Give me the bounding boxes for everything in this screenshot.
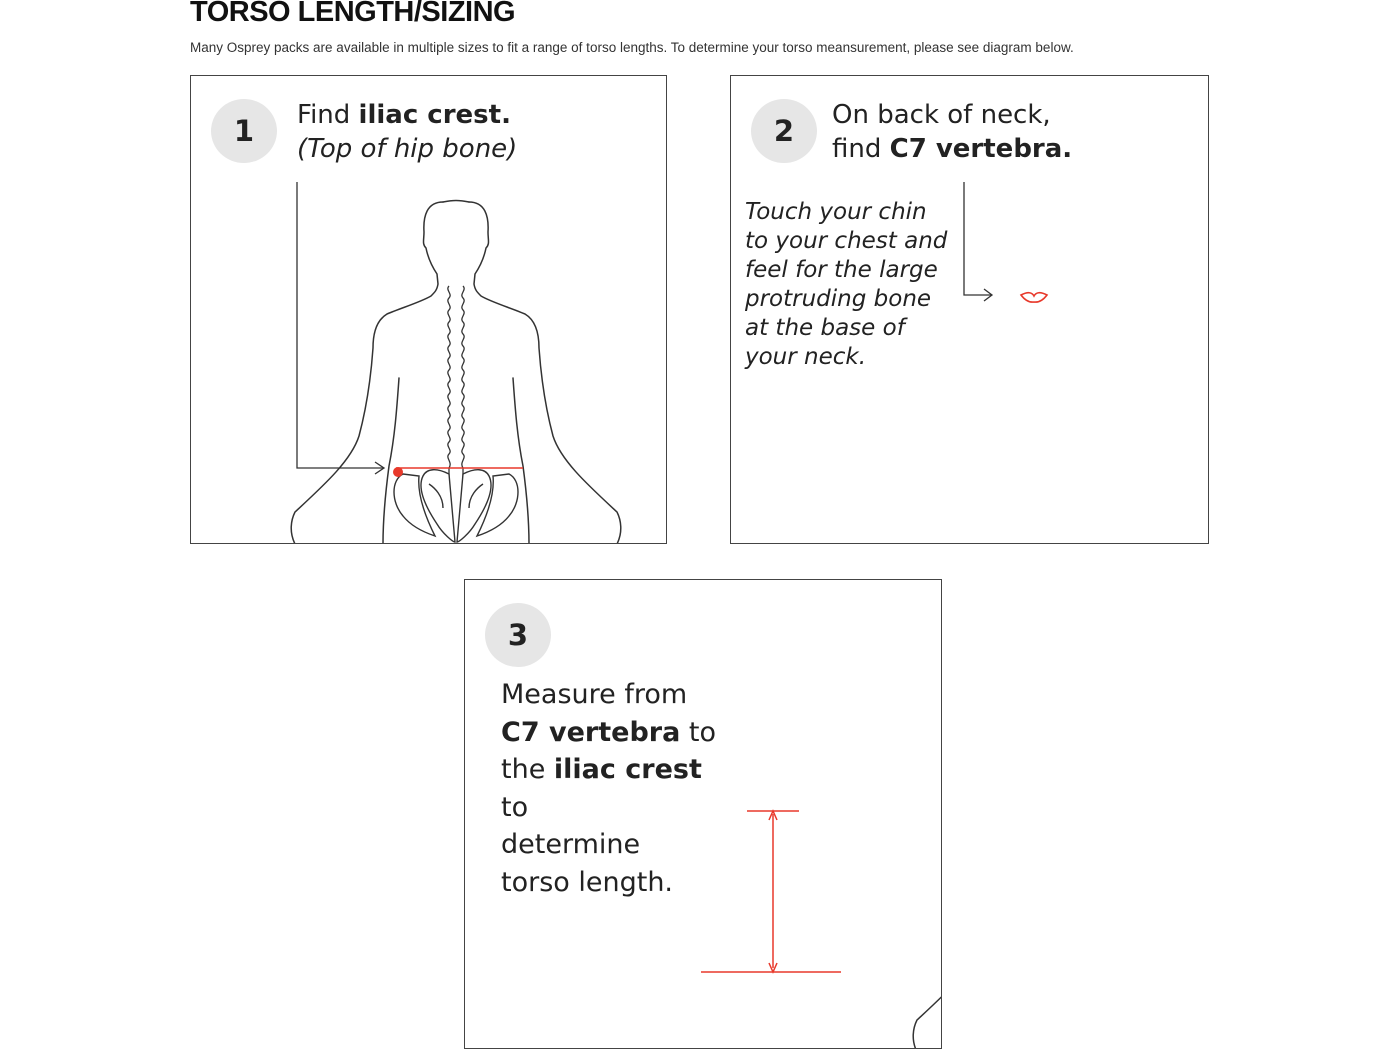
intro-text: Many Osprey packs are available in multi… bbox=[190, 40, 1074, 55]
step-2-panel: 2 On back of neck,find C7 vertebra. Touc… bbox=[730, 75, 1209, 544]
step-1-heading: Find iliac crest.(Top of hip bone) bbox=[297, 100, 518, 164]
step-1-panel: 1 Find iliac crest.(Top of hip bone) bbox=[190, 75, 667, 544]
step-number-badge: 1 bbox=[211, 99, 277, 163]
step-number-badge: 2 bbox=[751, 99, 817, 163]
torso-figure-1 bbox=[290, 182, 622, 543]
page-title: TORSO LENGTH/SIZING bbox=[190, 0, 516, 28]
torso-figure-3 bbox=[701, 707, 941, 1048]
step-2-hint: Touch your chin to your chest and feel f… bbox=[745, 199, 948, 370]
step-2-heading: On back of neck,find C7 vertebra. bbox=[832, 100, 1073, 164]
torso-figure-2 bbox=[963, 182, 1049, 303]
step-number-badge: 3 bbox=[485, 603, 551, 667]
